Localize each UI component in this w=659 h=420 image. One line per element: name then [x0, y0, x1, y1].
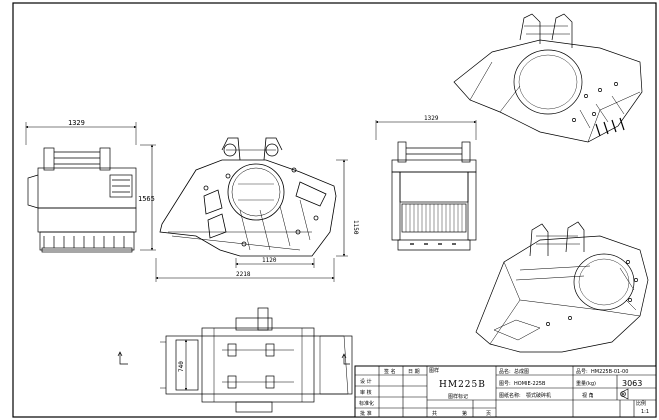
view-label: 视 角: [582, 392, 594, 399]
doc-type-label: 图样: [429, 367, 439, 374]
dim-front-height: 1565: [138, 195, 155, 203]
designer-label: 设 计: [360, 378, 372, 385]
weight-label: 重量(kg): [576, 380, 596, 387]
dim-side-inner: 1120: [262, 257, 277, 264]
approval-label: 批 准: [360, 410, 372, 417]
product-name-label: 品名:: [499, 368, 511, 375]
scale-value: 1:1: [641, 409, 649, 415]
coordinate-marker: [117, 351, 128, 365]
dim-rear-width: 1329: [424, 115, 439, 122]
iso-view-top: [453, 13, 643, 143]
dim-side-length: 2218: [236, 271, 251, 278]
drawing-name: 颚式破碎机: [526, 392, 551, 399]
drawing-no: HOMIE-225B: [514, 381, 546, 387]
product-name: 总成图: [514, 368, 529, 375]
weight-value: 3063: [622, 379, 642, 388]
side-view: [155, 137, 337, 282]
part-no-label: 品号:: [576, 369, 588, 375]
iso-view-bottom: [475, 221, 649, 353]
model-name: HM225B: [439, 380, 486, 390]
signature-label: 签 名: [384, 368, 396, 375]
drawing-no-label: 图号:: [499, 381, 511, 387]
date-label: 日 期: [408, 369, 420, 375]
rear-view: [375, 120, 477, 251]
title-block: 设 计 审 核 标准化 批 准 签 名 日 期 图样 HM225B 图样标记 共…: [354, 365, 657, 418]
drawing-mark-label: 图样标记: [448, 393, 468, 400]
reviewer-label: 审 核: [360, 389, 372, 396]
sheet-page-label: 第: [462, 410, 467, 417]
sheet-page-unit: 页: [486, 411, 491, 417]
part-no: HM225B-01-00: [591, 369, 628, 375]
sheet-total-label: 共: [432, 410, 437, 417]
dim-front-width: 1329: [68, 119, 85, 127]
dim-top-depth: 740: [178, 361, 185, 372]
standardization-label: 标准化: [359, 400, 374, 407]
drawing-name-label: 图纸名称:: [499, 392, 521, 399]
dim-side-height: 1150: [352, 220, 359, 235]
coordinate-marker-2: [341, 353, 350, 365]
front-view: [25, 122, 137, 253]
top-view: [160, 307, 353, 413]
scale-label: 比例: [636, 400, 646, 407]
drawing-frame: [12, 2, 657, 418]
projection-symbol-icon: [620, 388, 629, 400]
